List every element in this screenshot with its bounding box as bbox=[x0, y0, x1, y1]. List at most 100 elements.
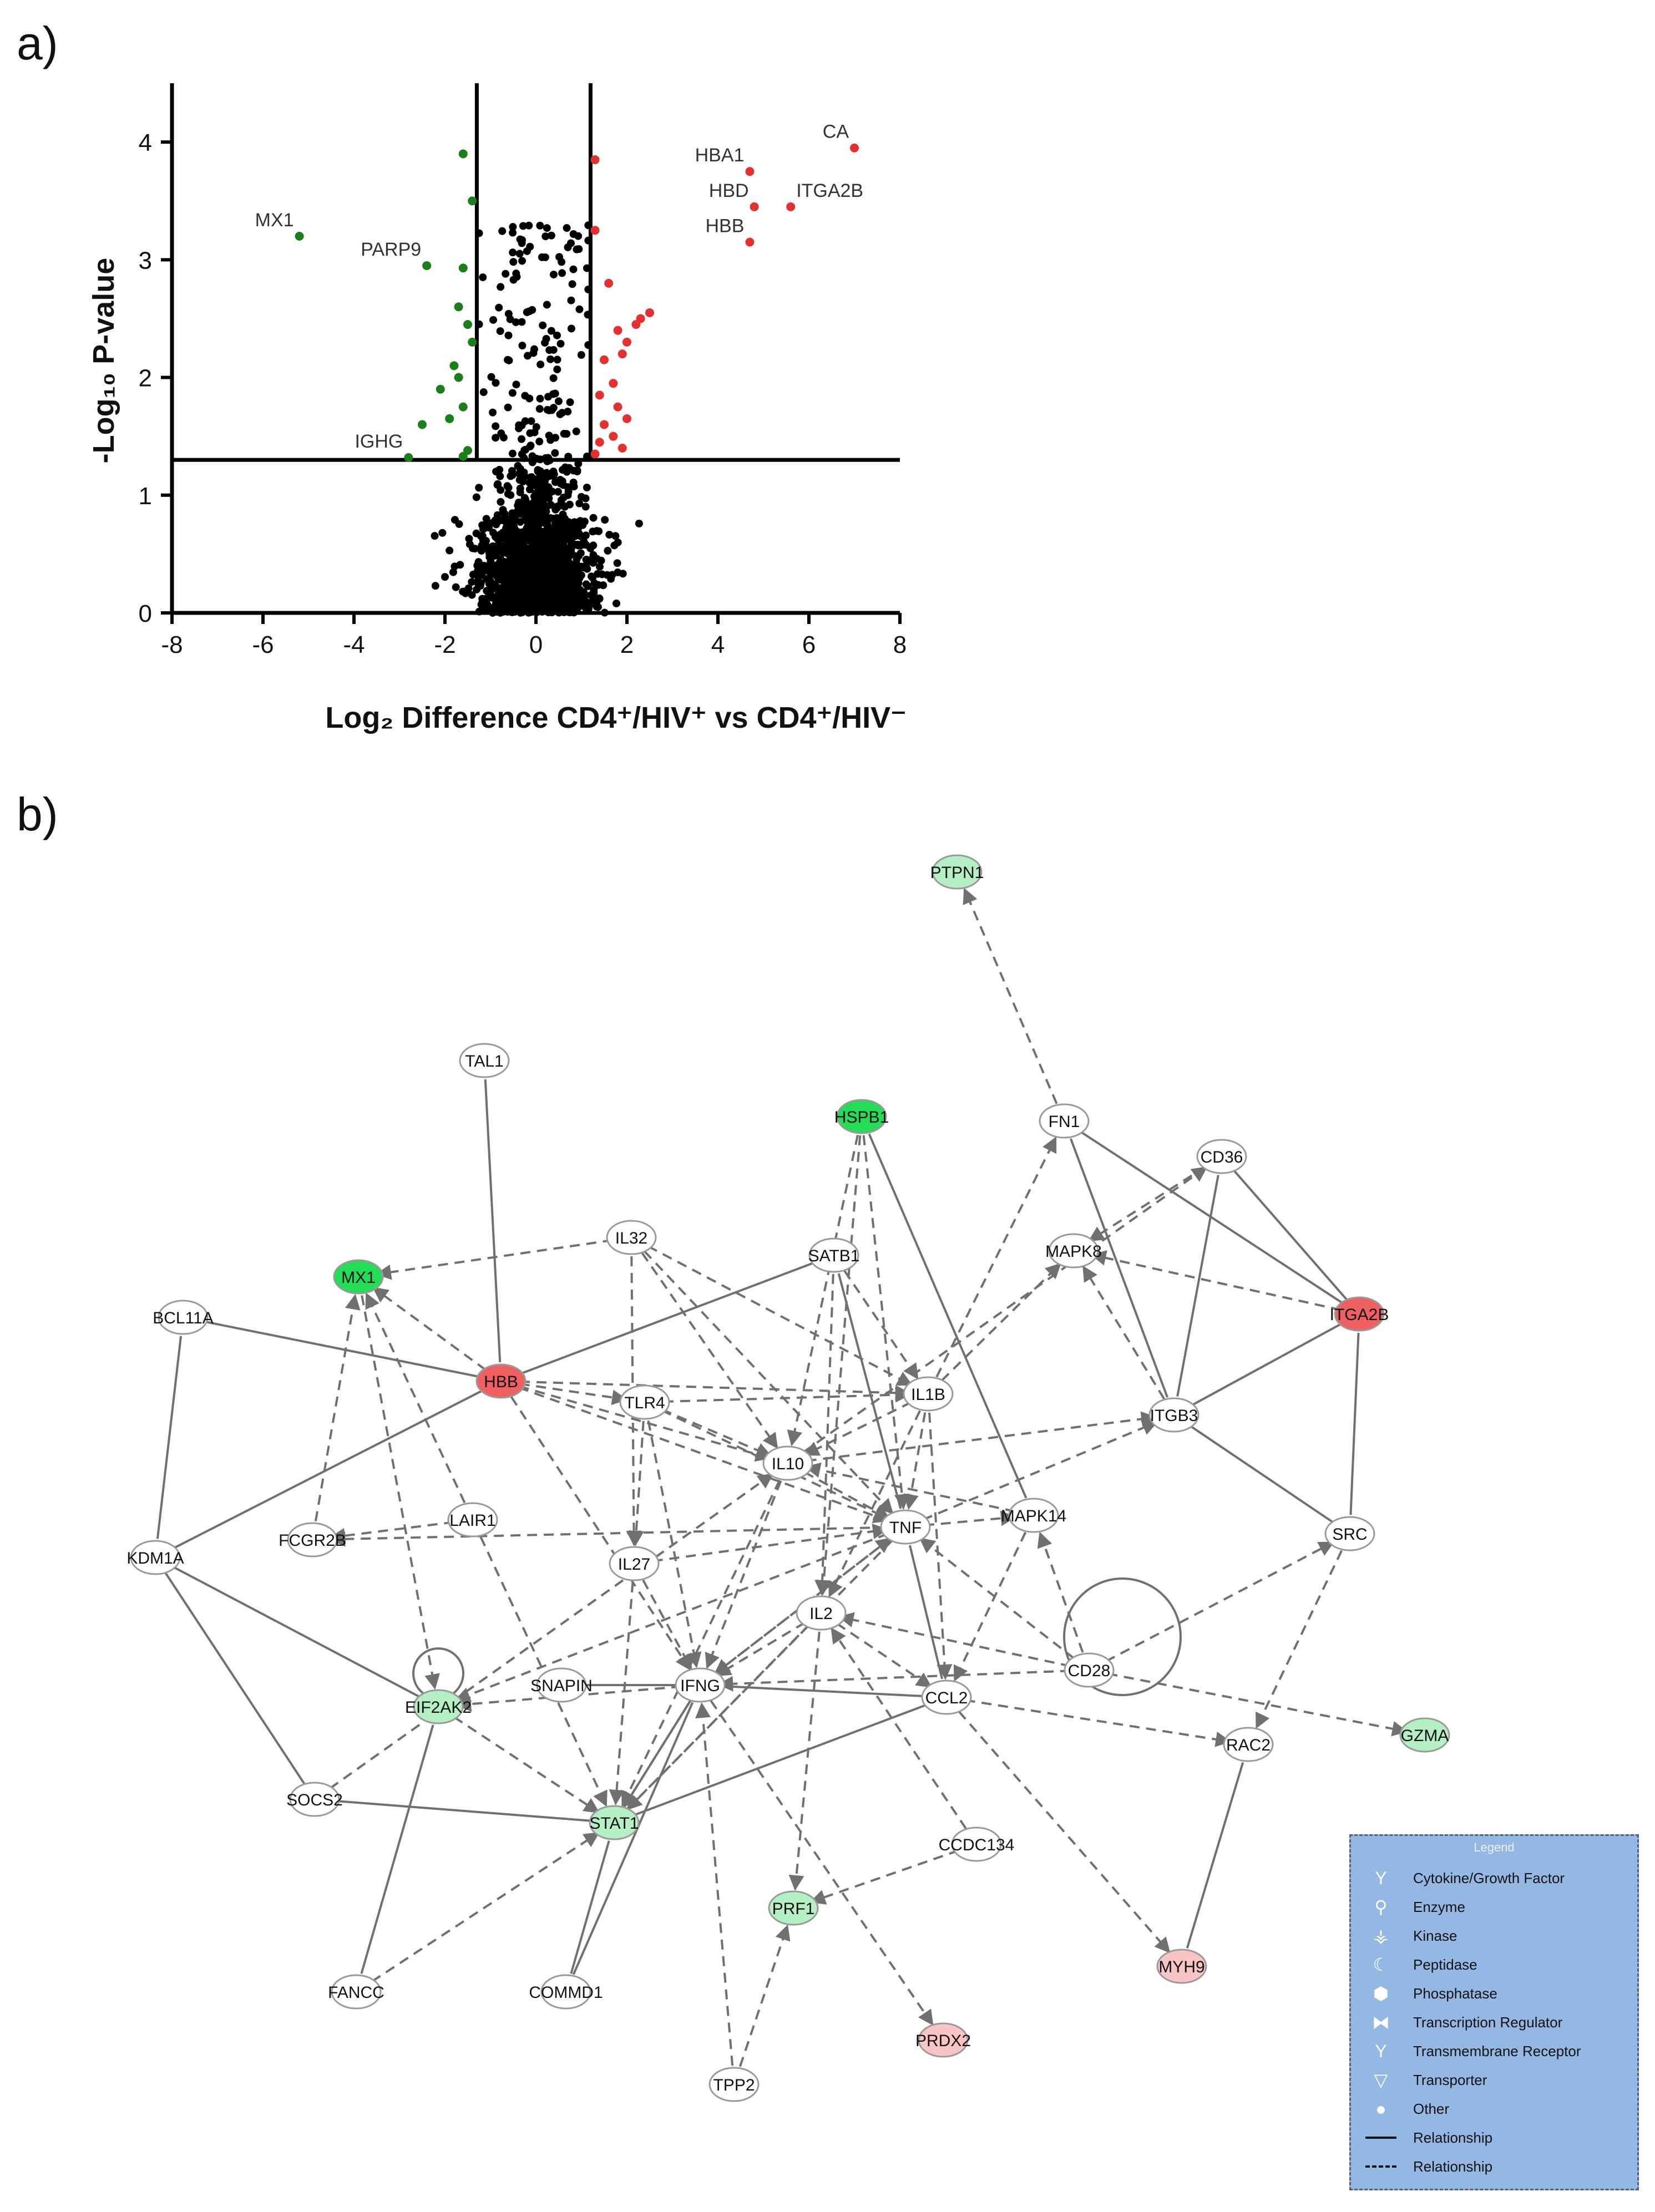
node-il27[interactable]: IL27 bbox=[609, 1546, 660, 1581]
ns-point bbox=[541, 454, 550, 462]
node-label: GZMA bbox=[1401, 1727, 1449, 1745]
node-il2[interactable]: IL2 bbox=[796, 1595, 847, 1631]
node-il1b[interactable]: IL1B bbox=[903, 1376, 954, 1412]
ns-point bbox=[504, 584, 513, 592]
node-src[interactable]: SRC bbox=[1324, 1516, 1375, 1551]
node-itga2b[interactable]: ITGA2B bbox=[1330, 1296, 1389, 1332]
node-itgb3[interactable]: ITGB3 bbox=[1148, 1397, 1200, 1433]
node-lair1[interactable]: LAIR1 bbox=[447, 1502, 498, 1538]
legend-item-label: Other bbox=[1413, 2100, 1450, 2117]
ns-point bbox=[499, 433, 508, 442]
legend-item: Relationship bbox=[1364, 2123, 1492, 2152]
ns-point bbox=[515, 499, 524, 507]
legend-item: ⚶Kinase bbox=[1364, 1921, 1457, 1950]
ns-point bbox=[509, 229, 517, 237]
ns-point bbox=[551, 525, 559, 533]
node-shape bbox=[1196, 1139, 1247, 1174]
ns-point bbox=[509, 248, 517, 257]
node-tpp2[interactable]: TPP2 bbox=[708, 2067, 760, 2102]
node-snapin[interactable]: SNAPIN bbox=[530, 1667, 593, 1703]
node-prf1[interactable]: PRF1 bbox=[768, 1890, 819, 1926]
node-rac2[interactable]: RAC2 bbox=[1223, 1727, 1274, 1762]
y-tick-label: 3 bbox=[139, 247, 152, 274]
node-prdx2[interactable]: PRDX2 bbox=[915, 2022, 971, 2058]
node-hbb[interactable]: HBB bbox=[475, 1363, 527, 1399]
node-shape bbox=[1324, 1516, 1375, 1551]
node-ccdc134[interactable]: CCDC134 bbox=[939, 1827, 1015, 1862]
ns-point bbox=[525, 574, 533, 582]
ns-point bbox=[565, 545, 573, 553]
node-cd28[interactable]: CD28 bbox=[1064, 1652, 1115, 1688]
node-shape bbox=[287, 1522, 338, 1557]
node-mx1[interactable]: MX1 bbox=[333, 1259, 384, 1295]
ns-point bbox=[518, 257, 527, 265]
node-fcgr2b[interactable]: FCGR2B bbox=[279, 1522, 346, 1557]
node-shape bbox=[536, 1667, 587, 1703]
network-edge bbox=[738, 1924, 791, 2067]
node-cd36[interactable]: CD36 bbox=[1196, 1139, 1247, 1174]
node-label: PTPN1 bbox=[930, 864, 984, 882]
network-edge bbox=[171, 1388, 485, 1550]
ns-point bbox=[554, 488, 562, 496]
node-bcl11a[interactable]: BCL11A bbox=[153, 1300, 214, 1335]
ns-point bbox=[574, 232, 583, 240]
ns-point bbox=[502, 270, 510, 278]
node-hspb1[interactable]: HSPB1 bbox=[834, 1099, 889, 1134]
network-edge bbox=[831, 1627, 967, 1829]
ns-point bbox=[593, 599, 601, 607]
node-mapk8[interactable]: MAPK8 bbox=[1045, 1233, 1102, 1269]
ns-point bbox=[484, 546, 493, 554]
node-shape bbox=[903, 1376, 954, 1412]
ns-point bbox=[544, 393, 553, 401]
node-eif2ak2[interactable]: EIF2AK2 bbox=[405, 1689, 472, 1724]
node-fancc[interactable]: FANCC bbox=[328, 1974, 384, 2010]
network-edge bbox=[453, 1716, 600, 1813]
x-tick-label: -8 bbox=[161, 631, 183, 658]
downregulated-point bbox=[449, 361, 459, 371]
node-myh9[interactable]: MYH9 bbox=[1156, 1949, 1207, 1984]
node-label: BCL11A bbox=[153, 1309, 214, 1327]
node-tal1[interactable]: TAL1 bbox=[459, 1043, 510, 1078]
ns-point bbox=[584, 285, 593, 293]
node-ptpn1[interactable]: PTPN1 bbox=[930, 854, 984, 890]
node-mapk14[interactable]: MAPK14 bbox=[1001, 1498, 1066, 1533]
node-ccl2[interactable]: CCL2 bbox=[921, 1680, 972, 1715]
ns-point bbox=[489, 408, 497, 417]
ns-point bbox=[544, 576, 552, 585]
downregulated-point bbox=[468, 337, 477, 347]
ns-point bbox=[513, 273, 521, 281]
ns-point bbox=[563, 551, 571, 559]
node-stat1[interactable]: STAT1 bbox=[589, 1805, 640, 1840]
node-commd1[interactable]: COMMD1 bbox=[529, 1974, 603, 2010]
node-tlr4[interactable]: TLR4 bbox=[619, 1384, 670, 1420]
ns-point bbox=[560, 502, 568, 510]
ns-point bbox=[469, 544, 477, 552]
ns-point bbox=[521, 392, 529, 400]
ns-point bbox=[541, 232, 550, 241]
legend-item-label: Peptidase bbox=[1413, 1956, 1477, 1973]
node-socs2[interactable]: SOCS2 bbox=[286, 1782, 343, 1817]
ns-point bbox=[544, 514, 553, 522]
upregulated-point bbox=[590, 226, 600, 235]
ns-point bbox=[492, 434, 500, 442]
node-gzma[interactable]: GZMA bbox=[1399, 1717, 1450, 1753]
ns-point bbox=[518, 318, 526, 326]
network-edge bbox=[519, 1385, 772, 1462]
node-satb1[interactable]: SATB1 bbox=[808, 1237, 860, 1273]
node-il32[interactable]: IL32 bbox=[606, 1220, 657, 1255]
node-label: FCGR2B bbox=[279, 1531, 346, 1550]
legend-item-label: Enzyme bbox=[1413, 1898, 1465, 1915]
ns-point bbox=[581, 503, 590, 511]
network-edge bbox=[484, 1079, 502, 1363]
node-label: CD36 bbox=[1201, 1148, 1243, 1166]
node-tnf[interactable]: TNF bbox=[880, 1509, 931, 1545]
node-il10[interactable]: IL10 bbox=[762, 1445, 813, 1481]
network-edge bbox=[787, 1134, 859, 1447]
node-kdm1a[interactable]: KDM1A bbox=[126, 1540, 184, 1575]
transmembrane-receptor-icon: Y bbox=[1375, 2041, 1387, 2061]
network-edge bbox=[171, 1565, 422, 1699]
ns-point bbox=[452, 583, 460, 591]
node-ifng[interactable]: IFNG bbox=[675, 1667, 726, 1703]
node-fn1[interactable]: FN1 bbox=[1039, 1103, 1090, 1139]
